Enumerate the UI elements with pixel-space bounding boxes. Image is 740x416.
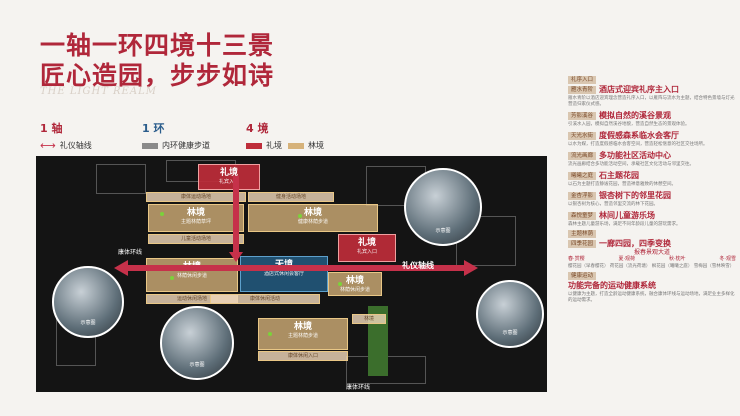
double-arrow-icon: ⟷ (40, 138, 56, 152)
zone-mu: 儿童活动场地 (148, 234, 244, 244)
legend-axis-num: 1 (40, 122, 48, 135)
legend-ring: 1 环 内环健康步道 (142, 120, 210, 154)
scene-sub: 天光水街 (568, 131, 597, 140)
site-plan-map: 礼境礼宾入口 康体运动场地 健身活动场地 林境主题林荫草坪 林境健康林荫步道 儿… (36, 156, 547, 392)
legend-axis-unit: 轴 (51, 122, 63, 135)
axis-arrow-right (464, 260, 478, 276)
zone-mu: 康体运动场地 (146, 192, 246, 202)
scene-desc: 以石为主题打造静谧花园，营造禅意雅致的休憩空间。 (568, 182, 676, 187)
scene-desc: 以银杏树为核心，营造邻里交流的林下花园。 (568, 202, 658, 207)
li-swatch (246, 142, 262, 149)
building-outline (96, 164, 146, 194)
zone-mu: 康体休闲活动 (210, 294, 320, 304)
zone-mu: 健身活动场地 (248, 192, 334, 202)
page-subtitle: 匠心造园，步步如诗 (40, 61, 275, 90)
scene-sub: 森悦童梦 (568, 211, 597, 220)
vertical-axis (233, 176, 239, 256)
ring-label-left: 康体环线 (118, 249, 143, 256)
scene-item: 流光画廊多功能社区活动中心 流光画廊结合多功能活动空间，承载社区文化活动与邻里交… (568, 150, 736, 168)
seasons-title: 报春景观大道 (633, 249, 670, 256)
scene-dot (268, 332, 272, 336)
legend-ring-unit: 环 (153, 122, 165, 135)
scene-desc: 雁水青阶以酒店迎宾理念营造礼序入口，以雁阵与流水为主题，结合特色景墙与灯光营造归… (568, 96, 735, 107)
legend-lin: 林境 (308, 141, 324, 150)
scene-item: 主题林荫 四季花园一廊四园，四季变换 报春景观大道 春·赏樱夏·观荷秋·枕叶冬·… (568, 230, 736, 270)
zone-li-right: 礼境礼宾入口 (338, 234, 396, 262)
scene-sub: 曦曦之庭 (568, 171, 597, 180)
axis-arrow-left (114, 260, 128, 276)
legend-ring-num: 1 (142, 122, 150, 135)
scene-desc: 以水为媒，打造度假感临水会客空间，营造轻松惬意的社区交往场所。 (568, 142, 708, 147)
lin-swatch (288, 142, 304, 149)
scene-head: 一廊四园，四季变换 (599, 239, 672, 248)
scene-item: 曦曦之庭石主题花园 以石为主题打造静谧花园，营造禅意雅致的休憩空间。 (568, 170, 736, 188)
scene-item: 礼序入口 雁水青阶酒店式迎宾礼序主入口 雁水青阶以酒店迎宾理念营造礼序入口，以雁… (568, 76, 736, 108)
photo-circle: 示意图 (160, 306, 234, 380)
scene-sub: 四季花园 (568, 239, 597, 248)
scene-head: 度假感森系临水会客厅 (599, 131, 680, 140)
scene-item: 金杏浮影银杏树下的邻里花园 以银杏树为核心，营造邻里交流的林下花园。 (568, 190, 736, 208)
zone-li-top: 礼境礼宾入口 (198, 164, 260, 190)
zone-lin: 林境主题林荫草坪 (148, 204, 244, 232)
scene-item: 健康运动 功能完备的运动健康系统 以健康为主题，打造全龄运动健康系统，融合康体环… (568, 272, 736, 304)
scene-head: 功能完备的运动健康系统 (568, 281, 656, 290)
scene-desc: 森林主题儿童游乐场，满足不同年龄段儿童的游玩需求。 (568, 222, 681, 227)
scene-sub: 芳影溪谷 (568, 111, 597, 120)
scene-sub: 流光画廊 (568, 151, 597, 160)
scene-dot (298, 214, 302, 218)
axis-label: 礼仪轴线 (402, 261, 434, 270)
seasons-row: 春·赏樱夏·观荷秋·枕叶冬·观雪 (568, 256, 736, 262)
scene-item: 芳影溪谷模拟自然的溪谷景观 引溪水入园，模拟自然溪谷地貌，营造自然生态的景观体验… (568, 110, 736, 128)
scene-dot (170, 276, 174, 280)
photo-circle: 示意图 (476, 280, 544, 348)
zone-lin: 林境主题林荫步道 (258, 318, 348, 350)
zone-mu: 林境 (352, 314, 386, 324)
zone-lin: 林境林荫休闲步道 (328, 272, 382, 296)
scene-list: 礼序入口 雁水青阶酒店式迎宾礼序主入口 雁水青阶以酒店迎宾理念营造礼序入口，以雁… (568, 76, 736, 306)
legend-axis: 1 轴 ⟷礼仪轴线 (40, 120, 92, 154)
scene-head: 酒店式迎宾礼序主入口 (599, 85, 680, 94)
zone-lin: 林境健康林荫步道 (248, 204, 378, 232)
page-title: 一轴一环四境十三景 (40, 31, 275, 60)
scene-head: 林间儿童游乐场 (599, 211, 656, 220)
scene-tag: 健康运动 (568, 272, 597, 280)
legend-axis-item: 礼仪轴线 (59, 141, 92, 150)
scene-sub: 金杏浮影 (568, 191, 597, 200)
seasons-gardens: 樱花园（早春樱花） 荷花园（流光荷塘） 枫花园（曦曦之庭） 雪梅园（雪林映雪） (568, 264, 735, 269)
vertical-arrow (229, 252, 243, 262)
scene-head: 模拟自然的溪谷景观 (599, 111, 672, 120)
legend-ring-item: 内环健康步道 (162, 141, 210, 150)
legend-li: 礼境 (266, 141, 282, 150)
scene-dot (338, 282, 342, 286)
ring-swatch (142, 142, 158, 149)
zone-mu: 康体休闲入口 (258, 351, 348, 361)
scene-desc: 引溪水入园，模拟自然溪谷地貌，营造自然生态的景观体验。 (568, 122, 690, 127)
scene-desc: 流光画廊结合多功能活动空间，承载社区文化活动与邻里交往。 (568, 162, 694, 167)
ceremonial-axis (126, 265, 466, 271)
zone-tian: 天境酒店式休闲会客厅 (240, 256, 328, 292)
legend-realms-num: 4 (246, 122, 254, 135)
photo-circle: 示意图 (52, 266, 124, 338)
scene-sub: 雁水青阶 (568, 85, 597, 94)
scene-tag: 礼序入口 (568, 76, 597, 84)
scene-dot (160, 212, 164, 216)
scene-desc: 以健康为主题，打造全龄运动健康系统，融合康体环线与运动场地，满足业主多样化的运动… (568, 292, 735, 303)
scene-tag: 主题林荫 (568, 230, 597, 238)
scene-item: 天光水街度假感森系临水会客厅 以水为媒，打造度假感临水会客空间，营造轻松惬意的社… (568, 130, 736, 148)
scene-head: 银杏树下的邻里花园 (599, 191, 672, 200)
title-english: THE LIGHT REALM (40, 86, 157, 97)
photo-circle: 示意图 (404, 168, 482, 246)
scene-head: 石主题花园 (599, 171, 640, 180)
scene-item: 森悦童梦林间儿童游乐场 森林主题儿童游乐场，满足不同年龄段儿童的游玩需求。 (568, 210, 736, 228)
legend-realms-unit: 境 (257, 122, 269, 135)
ring-label-bottom: 康体环线 (346, 384, 371, 391)
scene-head: 多功能社区活动中心 (599, 151, 672, 160)
